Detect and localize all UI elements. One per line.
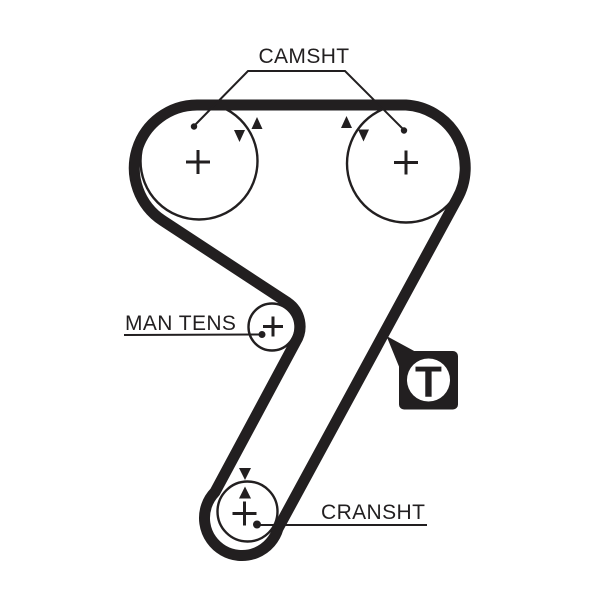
tensioner-leader-line: [123, 333, 263, 336]
camshaft-label: CAMSHT: [258, 45, 349, 68]
center-cross-cam-left: [186, 150, 210, 174]
timing-belt-path: [128, 99, 471, 561]
camshaft-leader-dot-left: [190, 123, 198, 130]
timing-mark-down-triangle-cam-right: [358, 129, 369, 142]
crankshaft-leader-dot: [253, 520, 261, 529]
camshaft-leader-dot-right: [400, 127, 408, 134]
tensioner-leader-dot: [258, 331, 266, 338]
timing-mark-up-triangle-cam-right: [341, 116, 352, 128]
center-cross-tensioner: [263, 316, 283, 337]
timing-mark-up-triangle-crankshaft: [239, 486, 251, 499]
t-marker-badge: T: [386, 336, 458, 410]
t-marker-badge-circle: [407, 358, 450, 402]
timing-mark-down-triangle-crankshaft: [239, 468, 251, 480]
timing-mark-down-triangle-cam-left: [234, 130, 245, 142]
camshaft-leader-line: [193, 70, 405, 131]
crankshaft-pulley: [216, 480, 279, 543]
timing-mark-up-triangle-cam-left: [251, 117, 263, 129]
t-marker-letter: T: [415, 358, 442, 407]
center-cross-cam-right: [394, 150, 418, 175]
center-cross-crankshaft: [232, 501, 257, 526]
tensioner-label: MAN TENS: [125, 312, 236, 335]
crankshaft-label: CRANSHT: [321, 501, 425, 524]
